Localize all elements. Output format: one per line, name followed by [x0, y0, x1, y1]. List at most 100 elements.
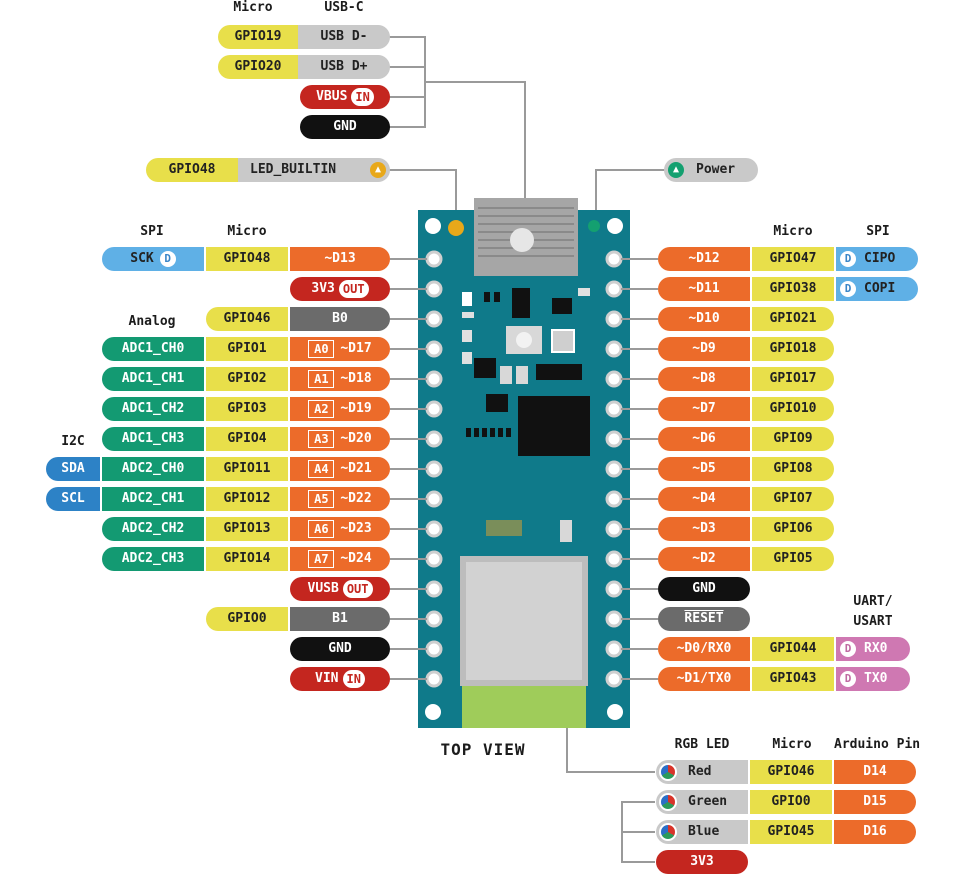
- header-micro-right: Micro: [773, 224, 813, 239]
- analog-pin-label: A6: [308, 519, 335, 538]
- analog-pin-label: A0: [308, 339, 335, 358]
- led-icon: ▲: [370, 162, 386, 178]
- gpio-label: GPIO14: [206, 547, 288, 571]
- header-arduino-pin: Arduino Pin: [834, 737, 921, 752]
- header-micro-top: Micro: [233, 0, 273, 15]
- analog-pin-label: A1: [308, 369, 335, 388]
- digital-pin-label: ~D18: [340, 371, 372, 386]
- vbus-in-tag: IN: [351, 87, 374, 106]
- gpio-label: GPIO18: [752, 337, 834, 361]
- rgb-led-icon: [659, 823, 677, 841]
- digital-pin-label: ~D9: [658, 337, 750, 361]
- adc-label: ADC1_CH3: [102, 427, 204, 451]
- spi-name: CIPO: [864, 251, 896, 266]
- gpio-label: GPIO0: [750, 790, 832, 814]
- header-spi-left: SPI: [140, 224, 164, 239]
- digital-tag: D: [840, 280, 856, 297]
- gpio-label: GPIO6: [752, 517, 834, 541]
- analog-digital-pin: A3 ~D20: [290, 427, 390, 451]
- arduino-pin-label: D15: [834, 790, 916, 814]
- gpio-label: GPIO4: [206, 427, 288, 451]
- pin-b0: B0: [290, 307, 390, 331]
- digital-pin-label: ~D11: [658, 277, 750, 301]
- analog-digital-pin: A0 ~D17: [290, 337, 390, 361]
- header-usbc: USB-C: [324, 0, 364, 15]
- adc-label: ADC2_CH3: [102, 547, 204, 571]
- analog-digital-pin: A6~D23: [290, 517, 390, 541]
- digital-pin-label: ~D24: [340, 551, 372, 566]
- header-i2c: I2C: [61, 434, 85, 449]
- led-icon: ▲: [668, 162, 684, 178]
- digital-pin-label: ~D12: [658, 247, 750, 271]
- analog-pin-label: A2: [308, 399, 335, 418]
- in-tag: IN: [342, 669, 365, 688]
- gpio0-left: GPIO0: [206, 607, 288, 631]
- power-led: ▲ Power: [664, 158, 758, 182]
- rgb-led-icon: [659, 793, 677, 811]
- gpio-label: GPIO9: [752, 427, 834, 451]
- digital-pin-label: ~D21: [340, 461, 372, 476]
- gpio-label: GPIO5: [752, 547, 834, 571]
- analog-pin-label: A3: [308, 429, 335, 448]
- rgb-color-name: Blue: [688, 824, 720, 839]
- analog-digital-pin: A5 ~D22: [290, 487, 390, 511]
- pin-gnd-right: GND: [658, 577, 750, 601]
- gnd-top-pin: GND: [300, 115, 390, 139]
- gpio-label: GPIO44: [752, 637, 834, 661]
- rgb-led-icon: [659, 763, 677, 781]
- rgb-color-label: Blue: [656, 820, 748, 844]
- uart-name: RX0: [864, 641, 888, 656]
- gpio-label: GPIO17: [752, 367, 834, 391]
- analog-pin-label: A5: [308, 489, 335, 508]
- digital-pin-label: ~D8: [658, 367, 750, 391]
- digital-pin-label: ~D10: [658, 307, 750, 331]
- usb-dplus-gpio: GPIO20: [218, 55, 298, 79]
- led-builtin-label: LED_BUILTIN: [250, 162, 337, 177]
- gpio-label: GPIO47: [752, 247, 834, 271]
- digital-pin-label: ~D7: [658, 397, 750, 421]
- gpio-label: GPIO8: [752, 457, 834, 481]
- gpio-label: GPIO46: [750, 760, 832, 784]
- led-builtin-pin: LED_BUILTIN ▲: [238, 158, 390, 182]
- led-builtin-gpio: GPIO48: [146, 158, 238, 182]
- header-micro-rgb: Micro: [772, 737, 812, 752]
- gpio-label: GPIO12: [206, 487, 288, 511]
- gpio-label: GPIO43: [752, 667, 834, 691]
- out-tag: OUT: [342, 579, 373, 598]
- header-uart-1: UART/: [853, 594, 893, 609]
- analog-pin-label: A4: [308, 459, 335, 478]
- uart-name: TX0: [864, 671, 888, 686]
- uart-digital-pin: ~D0/RX0: [658, 637, 750, 661]
- rgb-color-name: Red: [688, 764, 712, 779]
- rgb-color-name: Green: [688, 794, 728, 809]
- uart-digital-pin: ~D1/TX0: [658, 667, 750, 691]
- arduino-pin-label: D16: [834, 820, 916, 844]
- digital-pin-label: ~D22: [340, 491, 372, 506]
- pin-3v3-label: 3V3: [311, 281, 335, 296]
- pin-vusb-label: VUSB: [307, 581, 339, 596]
- digital-pin-label: ~D17: [340, 341, 372, 356]
- usb-dminus-gpio: GPIO19: [218, 25, 298, 49]
- gpio46-left: GPIO46: [206, 307, 288, 331]
- digital-pin-label: ~D20: [340, 431, 372, 446]
- power-led-label: Power: [696, 162, 736, 177]
- gpio48-left: GPIO48: [206, 247, 288, 271]
- analog-pin-label: A7: [308, 549, 335, 568]
- digital-tag: D: [840, 670, 856, 687]
- header-pins-right: [605, 250, 658, 688]
- header-analog: Analog: [128, 314, 176, 329]
- pin-d13: ~D13: [290, 247, 390, 271]
- pin-b1: B1: [290, 607, 390, 631]
- adc-label: ADC1_CH1: [102, 367, 204, 391]
- adc-label: ADC2_CH2: [102, 517, 204, 541]
- pin-reset: RESET: [658, 607, 750, 631]
- digital-pin-label: ~D4: [658, 487, 750, 511]
- analog-digital-pin: A7 ~D24: [290, 547, 390, 571]
- gpio-label: GPIO7: [752, 487, 834, 511]
